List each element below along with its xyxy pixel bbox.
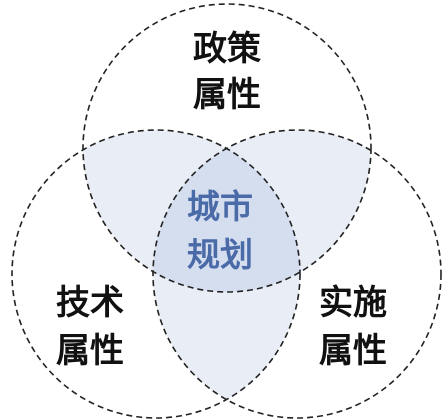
label-policy-line1: 政策: [193, 29, 261, 69]
circle-technology: [11, 129, 301, 419]
label-technology-line2: 属性: [56, 331, 124, 371]
circle-policy: [82, 3, 372, 293]
label-implementation-line2: 属性: [319, 331, 387, 371]
circle-implementation: [152, 129, 442, 419]
label-center-line1: 城市: [187, 187, 253, 226]
label-technology-line1: 技术: [56, 283, 124, 323]
label-policy-line2: 属性: [193, 75, 261, 115]
label-implementation-line1: 实施: [319, 283, 387, 323]
label-center-line2: 规划: [187, 235, 253, 274]
